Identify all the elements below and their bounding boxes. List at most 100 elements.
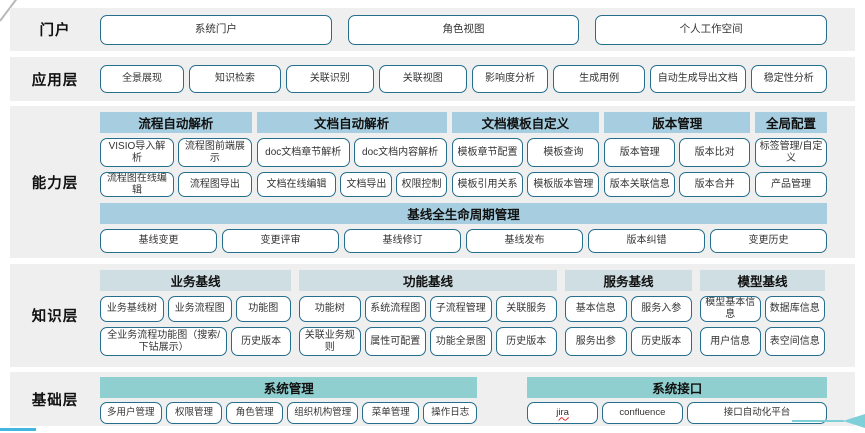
group-header-model-baseline: 模型基线 — [700, 270, 825, 291]
layer-label-foundation: 基础层 — [31, 392, 79, 409]
node-doc-export: 文档导出 — [340, 172, 393, 197]
group-header-doc-template-custom: 文档模板自定义 — [451, 112, 600, 133]
knowledge-content: 业务基线 业务基线树 业务流程图 功能图 全业务流程功能图（搜索/下钻展示） 历… — [100, 264, 855, 367]
node-tag-mgmt-custom: 标签管理/自定义 — [755, 138, 827, 167]
node-permission-control: 权限控制 — [396, 172, 447, 197]
group-system-interface: 系统接口 jira confluence 接口自动化平台 — [527, 377, 828, 426]
foundation-layer-band: 基础层 系统管理 多用户管理 权限管理 角色管理 组织机构管理 菜单管理 操作日… — [10, 372, 855, 426]
node-template-query: 模板查询 — [527, 138, 600, 167]
node-business-flowchart: 业务流程图 — [167, 296, 232, 322]
node-database-info: 数据库信息 — [764, 296, 825, 322]
group-version-mgmt: 版本管理 版本管理 版本比对 版本关联信息 版本合并 — [604, 112, 751, 197]
node-related-business-rules: 关联业务规则 — [299, 327, 361, 356]
left-arrow-tail — [792, 420, 844, 422]
group-header-global-config: 全局配置 — [755, 112, 827, 133]
node-product-mgmt: 产品管理 — [755, 172, 827, 197]
node-doc-online-edit: 文档在线编辑 — [256, 172, 337, 197]
node-function-diagram: 功能图 — [235, 296, 292, 322]
group-system-mgmt: 系统管理 多用户管理 权限管理 角色管理 组织机构管理 菜单管理 操作日志 — [100, 377, 478, 426]
knowledge-layer-band: 知识层 业务基线 业务基线树 业务流程图 功能图 全业务流程功能图（搜索/下钻展… — [10, 264, 855, 367]
group-function-baseline: 功能基线 功能树 系统流程图 子流程管理 关联服务 关联业务规则 属性可配置 功… — [299, 270, 557, 367]
node-tablespace-info: 表空间信息 — [764, 327, 825, 356]
node-baseline-release: 基线发布 — [466, 229, 583, 253]
layer-label-capability: 能力层 — [31, 175, 79, 192]
group-header-process-auto-parse: 流程自动解析 — [100, 112, 252, 133]
node-configurable-attributes: 属性可配置 — [364, 327, 426, 356]
node-confluence: confluence — [601, 402, 684, 424]
node-function-panorama: 功能全景图 — [430, 327, 492, 356]
node-relation-view: 关联视图 — [378, 65, 467, 93]
node-subprocess-mgmt: 子流程管理 — [430, 296, 492, 322]
node-baseline-change: 基线变更 — [100, 229, 217, 253]
foundation-content: 系统管理 多用户管理 权限管理 角色管理 组织机构管理 菜单管理 操作日志 系统… — [100, 372, 855, 426]
group-header-function-baseline: 功能基线 — [299, 270, 557, 291]
node-flowchart-online-edit: 流程图在线编辑 — [100, 172, 174, 197]
node-relation-recognition: 关联识别 — [285, 65, 374, 93]
node-function-tree: 功能树 — [299, 296, 361, 322]
portal-layer-band: 门户 系统门户 角色视图 个人工作空间 — [10, 8, 855, 51]
capability-layer-band: 能力层 流程自动解析 VISIO导入解析 流程图前端展示 流程图在线编辑 流程图… — [10, 106, 855, 258]
node-version-merge: 版本合并 — [679, 172, 751, 197]
node-interface-automation-platform: 接口自动化平台 — [687, 402, 828, 424]
group-process-auto-parse: 流程自动解析 VISIO导入解析 流程图前端展示 流程图在线编辑 流程图导出 — [100, 112, 252, 197]
node-jira: jira — [527, 402, 598, 424]
node-user-info: 用户信息 — [700, 327, 761, 356]
node-role-view: 角色视图 — [347, 14, 580, 45]
node-full-business-function-map: 全业务流程功能图（搜索/下钻展示） — [100, 327, 228, 356]
node-change-history: 变更历史 — [710, 229, 827, 253]
node-related-services: 关联服务 — [495, 296, 557, 322]
group-service-baseline: 服务基线 基本信息 服务入参 服务出参 历史版本 — [565, 270, 692, 367]
node-doc-chapter-parse: doc文档章节解析 — [256, 138, 350, 167]
application-layer-band: 应用层 全景展现 知识检索 关联识别 关联视图 影响度分析 生成用例 自动生成导… — [10, 57, 855, 101]
node-multi-user-mgmt: 多用户管理 — [100, 402, 162, 424]
node-flowchart-front-display: 流程图前端展示 — [177, 138, 252, 167]
node-history-version: 历史版本 — [495, 327, 557, 356]
node-system-flowchart: 系统流程图 — [364, 296, 426, 322]
node-role-mgmt: 角色管理 — [226, 402, 284, 424]
node-model-basic-info: 模型基本信息 — [700, 296, 761, 322]
layer-label-application: 应用层 — [31, 72, 79, 89]
node-change-review: 变更评审 — [222, 229, 339, 253]
node-history-version: 历史版本 — [630, 327, 692, 356]
node-panorama: 全景展现 — [100, 65, 185, 93]
portal-content: 系统门户 角色视图 个人工作空间 — [100, 8, 855, 51]
group-header-business-baseline: 业务基线 — [100, 270, 291, 291]
layer-label-knowledge: 知识层 — [31, 309, 79, 325]
node-system-portal: 系统门户 — [100, 14, 332, 45]
node-knowledge-search: 知识检索 — [189, 65, 281, 93]
node-stability-analysis: 稳定性分析 — [750, 65, 828, 93]
node-generate-usecase: 生成用例 — [553, 65, 645, 93]
group-header-doc-auto-parse: 文档自动解析 — [256, 112, 447, 133]
baseline-lifecycle-row: 基线变更 变更评审 基线修订 基线发布 版本纠错 变更历史 — [100, 229, 827, 253]
group-business-baseline: 业务基线 业务基线树 业务流程图 功能图 全业务流程功能图（搜索/下钻展示） 历… — [100, 270, 292, 367]
node-version-error-correction: 版本纠错 — [588, 229, 705, 253]
node-operation-log: 操作日志 — [423, 402, 478, 424]
node-baseline-revision: 基线修订 — [344, 229, 461, 253]
node-template-reference: 模板引用关系 — [451, 172, 524, 197]
node-template-version-mgmt: 模板版本管理 — [527, 172, 600, 197]
node-visio-import-parse: VISIO导入解析 — [100, 138, 174, 167]
node-business-baseline-tree: 业务基线树 — [100, 296, 164, 322]
group-doc-auto-parse: 文档自动解析 doc文档章节解析 doc文档内容解析 文档在线编辑 文档导出 权… — [256, 112, 447, 197]
node-service-output-params: 服务出参 — [565, 327, 627, 356]
node-permission-mgmt: 权限管理 — [165, 402, 223, 424]
node-version-compare: 版本比对 — [679, 138, 751, 167]
node-flowchart-export: 流程图导出 — [177, 172, 252, 197]
node-version-mgmt: 版本管理 — [604, 138, 676, 167]
node-doc-content-parse: doc文档内容解析 — [353, 138, 447, 167]
bottom-accent-line — [0, 428, 36, 431]
group-global-config: 全局配置 标签管理/自定义 产品管理 — [755, 112, 827, 197]
node-impact-analysis: 影响度分析 — [471, 65, 549, 93]
left-arrow-icon — [843, 414, 865, 428]
group-header-service-baseline: 服务基线 — [565, 270, 692, 291]
group-model-baseline: 模型基线 模型基本信息 数据库信息 用户信息 表空间信息 — [700, 270, 825, 367]
node-template-chapter-config: 模板章节配置 — [451, 138, 524, 167]
node-organization-mgmt: 组织机构管理 — [287, 402, 359, 424]
group-header-version-mgmt: 版本管理 — [604, 112, 751, 133]
node-basic-info: 基本信息 — [565, 296, 627, 322]
application-content: 全景展现 知识检索 关联识别 关联视图 影响度分析 生成用例 自动生成导出文档 … — [100, 57, 855, 101]
node-personal-workspace: 个人工作空间 — [595, 14, 828, 45]
group-header-baseline-lifecycle: 基线全生命周期管理 — [100, 203, 827, 224]
capability-groups: 流程自动解析 VISIO导入解析 流程图前端展示 流程图在线编辑 流程图导出 文… — [100, 112, 827, 197]
node-history-version: 历史版本 — [231, 327, 291, 356]
